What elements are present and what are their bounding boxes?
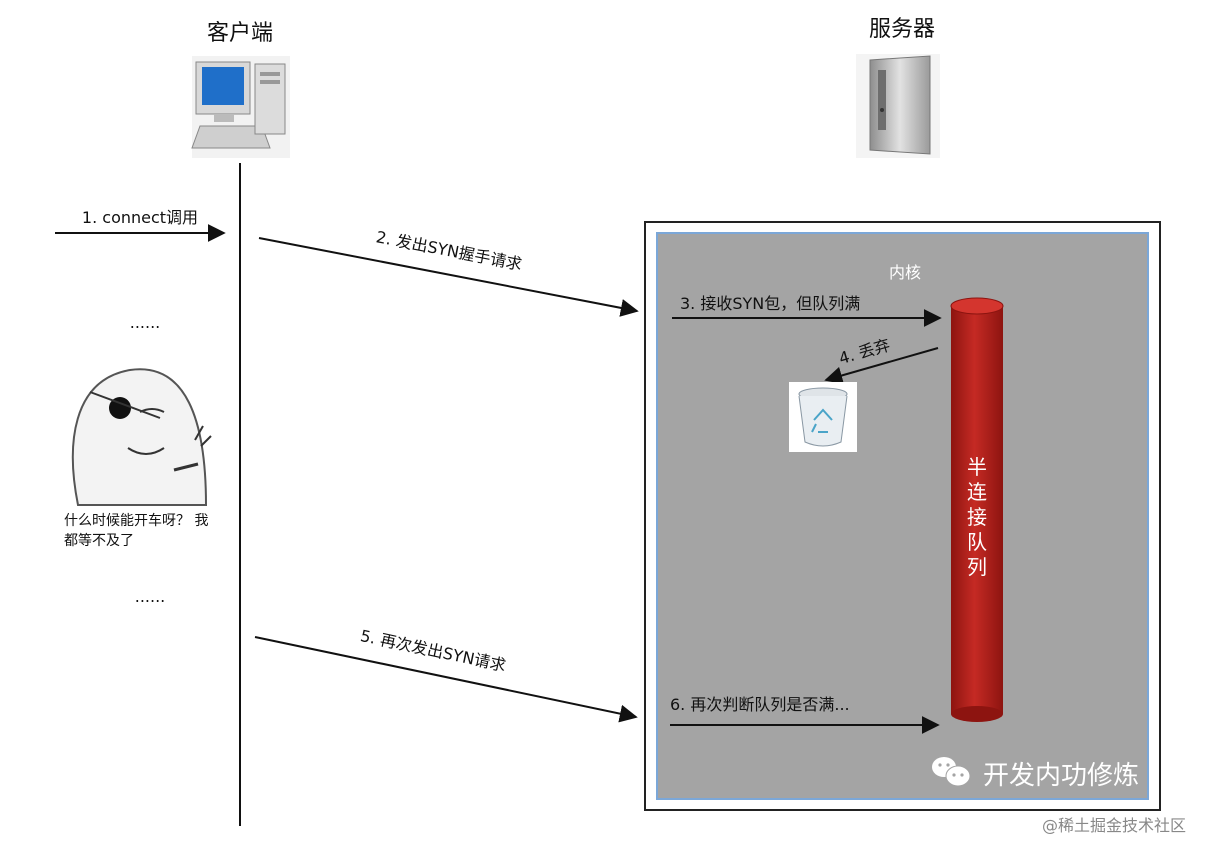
queue-char: 连	[967, 480, 987, 504]
waiting-face-meme-icon	[71, 368, 212, 506]
step4-arrow	[824, 347, 939, 385]
credit-text: @稀土掘金技术社区	[1042, 816, 1186, 835]
step1-label: 1. connect调用	[82, 208, 198, 227]
queue-char: 接	[967, 505, 987, 529]
step6-label: 6. 再次判断队列是否满...	[670, 695, 850, 714]
half-connection-queue	[950, 297, 1004, 722]
queue-char: 队	[967, 530, 987, 554]
desktop-computer-icon	[191, 56, 290, 158]
queue-char: 半	[967, 455, 987, 479]
ellipsis-top: ......	[130, 313, 161, 332]
step5-arrow	[254, 636, 638, 723]
recycle-bin-icon	[789, 382, 857, 452]
client-title: 客户端	[207, 21, 273, 46]
ellipsis-bottom: ......	[135, 587, 166, 606]
step2-arrow	[258, 237, 639, 317]
server-title: 服务器	[869, 17, 935, 42]
wechat-icon	[932, 757, 971, 787]
step5-label: 5. 再次发出SYN请求	[359, 626, 508, 675]
watermark-text: 开发内功修炼	[983, 761, 1139, 791]
meme-caption-line2: 都等不及了	[64, 532, 134, 549]
kernel-area	[656, 232, 1149, 800]
kernel-label: 内核	[889, 263, 921, 282]
meme-caption-line1: 什么时候能开车呀？ 我	[64, 512, 208, 529]
step2-label: 2. 发出SYN握手请求	[374, 227, 523, 274]
queue-char: 列	[967, 555, 987, 579]
server-tower-icon	[856, 54, 940, 158]
step3-label: 3. 接收SYN包，但队列满	[680, 294, 860, 313]
